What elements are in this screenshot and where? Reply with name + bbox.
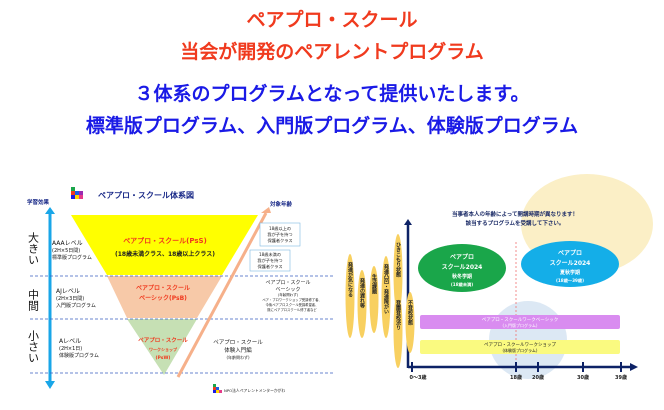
- size-medium: 中間: [27, 289, 40, 312]
- note-trial-l1: ペアプロ・スクール: [213, 339, 263, 346]
- age-box-adult-l1: 18歳以上の: [269, 225, 291, 231]
- x-tick-label: 0～3歳: [410, 374, 427, 381]
- y-axis-label: 学習効果: [27, 198, 50, 206]
- tier-psw-label: ペアプロ・スクール: [138, 336, 188, 344]
- symptom-text: ひきこもり状態: [395, 242, 402, 278]
- diagram-title: ペアプロ・スクール体系図: [98, 190, 194, 200]
- symptom-label: 不登校状態: [405, 292, 415, 353]
- headline-line4: 標準版プログラム、入門版プログラム、体験版プログラム: [85, 115, 579, 137]
- age-box-minor-l3: 保護者クラス: [257, 263, 282, 270]
- bar-work-basic-l2: (入門版プログラム): [502, 322, 537, 328]
- bar-workshop-l1: ペアプロ・スクールワークショップ: [484, 342, 556, 348]
- headline-line3: ３体系のプログラムとなって提供いたします。: [134, 83, 530, 105]
- symptom-text: 発達凸凹・発達障がい: [383, 263, 390, 314]
- note-line2: 該当するプログラムを受講して下さい。: [466, 219, 565, 227]
- age-box-minor-l1: 18歳未満の: [259, 251, 281, 258]
- symptom-label: ひきこもり状態: [393, 234, 403, 313]
- level-aaa: AAAレベル: [52, 240, 83, 247]
- footer-org: NPO法人ペアレントメンターかがわ: [224, 388, 285, 393]
- x-tick-label: 18歳: [510, 374, 522, 381]
- level-aaa-detail: (2H×5日間): [52, 248, 80, 254]
- level-aj-detail: (2H×3日間): [56, 296, 84, 302]
- age-box-minor-l2: 我が子を持つ: [257, 257, 282, 264]
- tier-pss-label: ペアプロ・スクール(PsS): [123, 236, 207, 245]
- level-aj-type: 入門版プログラム: [56, 302, 96, 309]
- bar-work-basic[interactable]: ペアプロ・スクールワークベーシック (入門版プログラム): [420, 315, 620, 329]
- age-box-adult-l2: 我が子を持つ: [267, 231, 292, 238]
- note-basic-l1: ペアプロ・スクール: [265, 280, 310, 286]
- note-basic-l6: 既にペアプロスクール修了者など: [267, 307, 317, 312]
- tier-psw-label2: ワークショップ: [149, 346, 178, 352]
- tier-psb-label2: ベーシック(PsB): [139, 294, 187, 302]
- footer-logo-icon: [213, 384, 222, 393]
- age-box-minor: [249, 249, 291, 272]
- level-a: Aレベル: [59, 338, 81, 345]
- symptom-text: 不登校状態: [407, 299, 414, 326]
- age-box-adult: [259, 222, 301, 247]
- x-tick-label: 20歳: [532, 374, 544, 381]
- symptom-text: 生活課題: [371, 273, 378, 295]
- symptom-label: 発達の遅れ等: [357, 270, 367, 338]
- bar-workshop[interactable]: ペアプロ・スクールワークショップ (体験版プログラム): [420, 340, 620, 354]
- age-box-adult-l3: 保護者クラス: [267, 237, 292, 244]
- logo-icon: [71, 187, 83, 199]
- program-aw-l2: スクール2024: [442, 263, 483, 271]
- symptom-text: 発達が気になる: [347, 261, 354, 298]
- program-aw-l4: (18歳未満): [451, 281, 473, 288]
- program-aw-l1: ペアプロ: [450, 253, 474, 261]
- bar-work-basic-l1: ペアプロ・スクールワークベーシック: [482, 317, 558, 323]
- level-aj: AJレベル: [56, 288, 80, 295]
- headline-line2: 当会が開発のペアレントプログラム: [180, 41, 484, 63]
- program-sa-l4: (18歳～39歳): [556, 277, 584, 284]
- note-basic-l4: ペア・プロワークショップ受講修了者、: [262, 297, 321, 302]
- note-trial-l2: 体験入門編: [224, 346, 252, 354]
- x-tick-label: 39歳: [615, 374, 627, 381]
- right-axis-label: 対象年齢: [269, 200, 293, 208]
- program-sa-l3: 夏秋学期: [559, 269, 580, 276]
- bar-workshop-l2: (体験版プログラム): [502, 347, 537, 353]
- symptom-label: 登園登校渋り: [393, 292, 403, 368]
- note-basic-l3: (年齢問わず): [278, 292, 299, 297]
- size-small: 小さい: [27, 330, 40, 363]
- level-a-type: 体験版プログラム: [59, 352, 99, 359]
- note-trial-l3: (年齢問わず): [226, 354, 250, 360]
- headline-line1: ペアプロ・スクール: [246, 9, 418, 31]
- tier-pss-sub: (18歳未満クラス、18歳以上クラス): [115, 250, 215, 258]
- level-aaa-type: 標準版プログラム: [52, 254, 92, 261]
- tier-psw-label3: (PsW): [156, 355, 171, 361]
- note-basic-l2: ベーシック: [276, 287, 301, 293]
- note-basic-l5: 今後ペアプロスクール受講希望者、: [266, 302, 319, 307]
- symptom-text: 発達の遅れ等: [359, 277, 366, 309]
- tier-psw: [127, 319, 197, 375]
- symptom-label: 発達が気になる: [345, 254, 355, 338]
- program-autumn-winter[interactable]: ペアプロ スクール2024 秋冬学期 (18歳未満): [418, 244, 506, 292]
- tier-psb: [107, 276, 222, 318]
- symptom-label: 生活課題: [369, 266, 379, 333]
- symptom-label: 発達凸凹・発達障がい: [381, 256, 391, 338]
- age-arrow: [176, 212, 268, 378]
- program-sa-l2: スクール2024: [550, 259, 591, 267]
- level-a-detail: (2H×1日): [59, 346, 82, 352]
- program-sa-l1: ペアプロ: [558, 249, 582, 257]
- note-line1: 当事者本人の年齢によって開講時期が異なります！: [452, 210, 578, 218]
- tier-pss: [71, 215, 258, 275]
- size-large: 大きい: [27, 231, 40, 265]
- symptom-text: 登園登校渋り: [395, 299, 402, 331]
- program-aw-l3: 秋冬学期: [451, 273, 472, 280]
- tier-psb-label: ペアプロ・スクール: [136, 284, 190, 292]
- x-tick-label: 30歳: [577, 374, 589, 381]
- program-summer-autumn[interactable]: ペアプロ スクール2024 夏秋学期 (18歳～39歳): [521, 241, 619, 287]
